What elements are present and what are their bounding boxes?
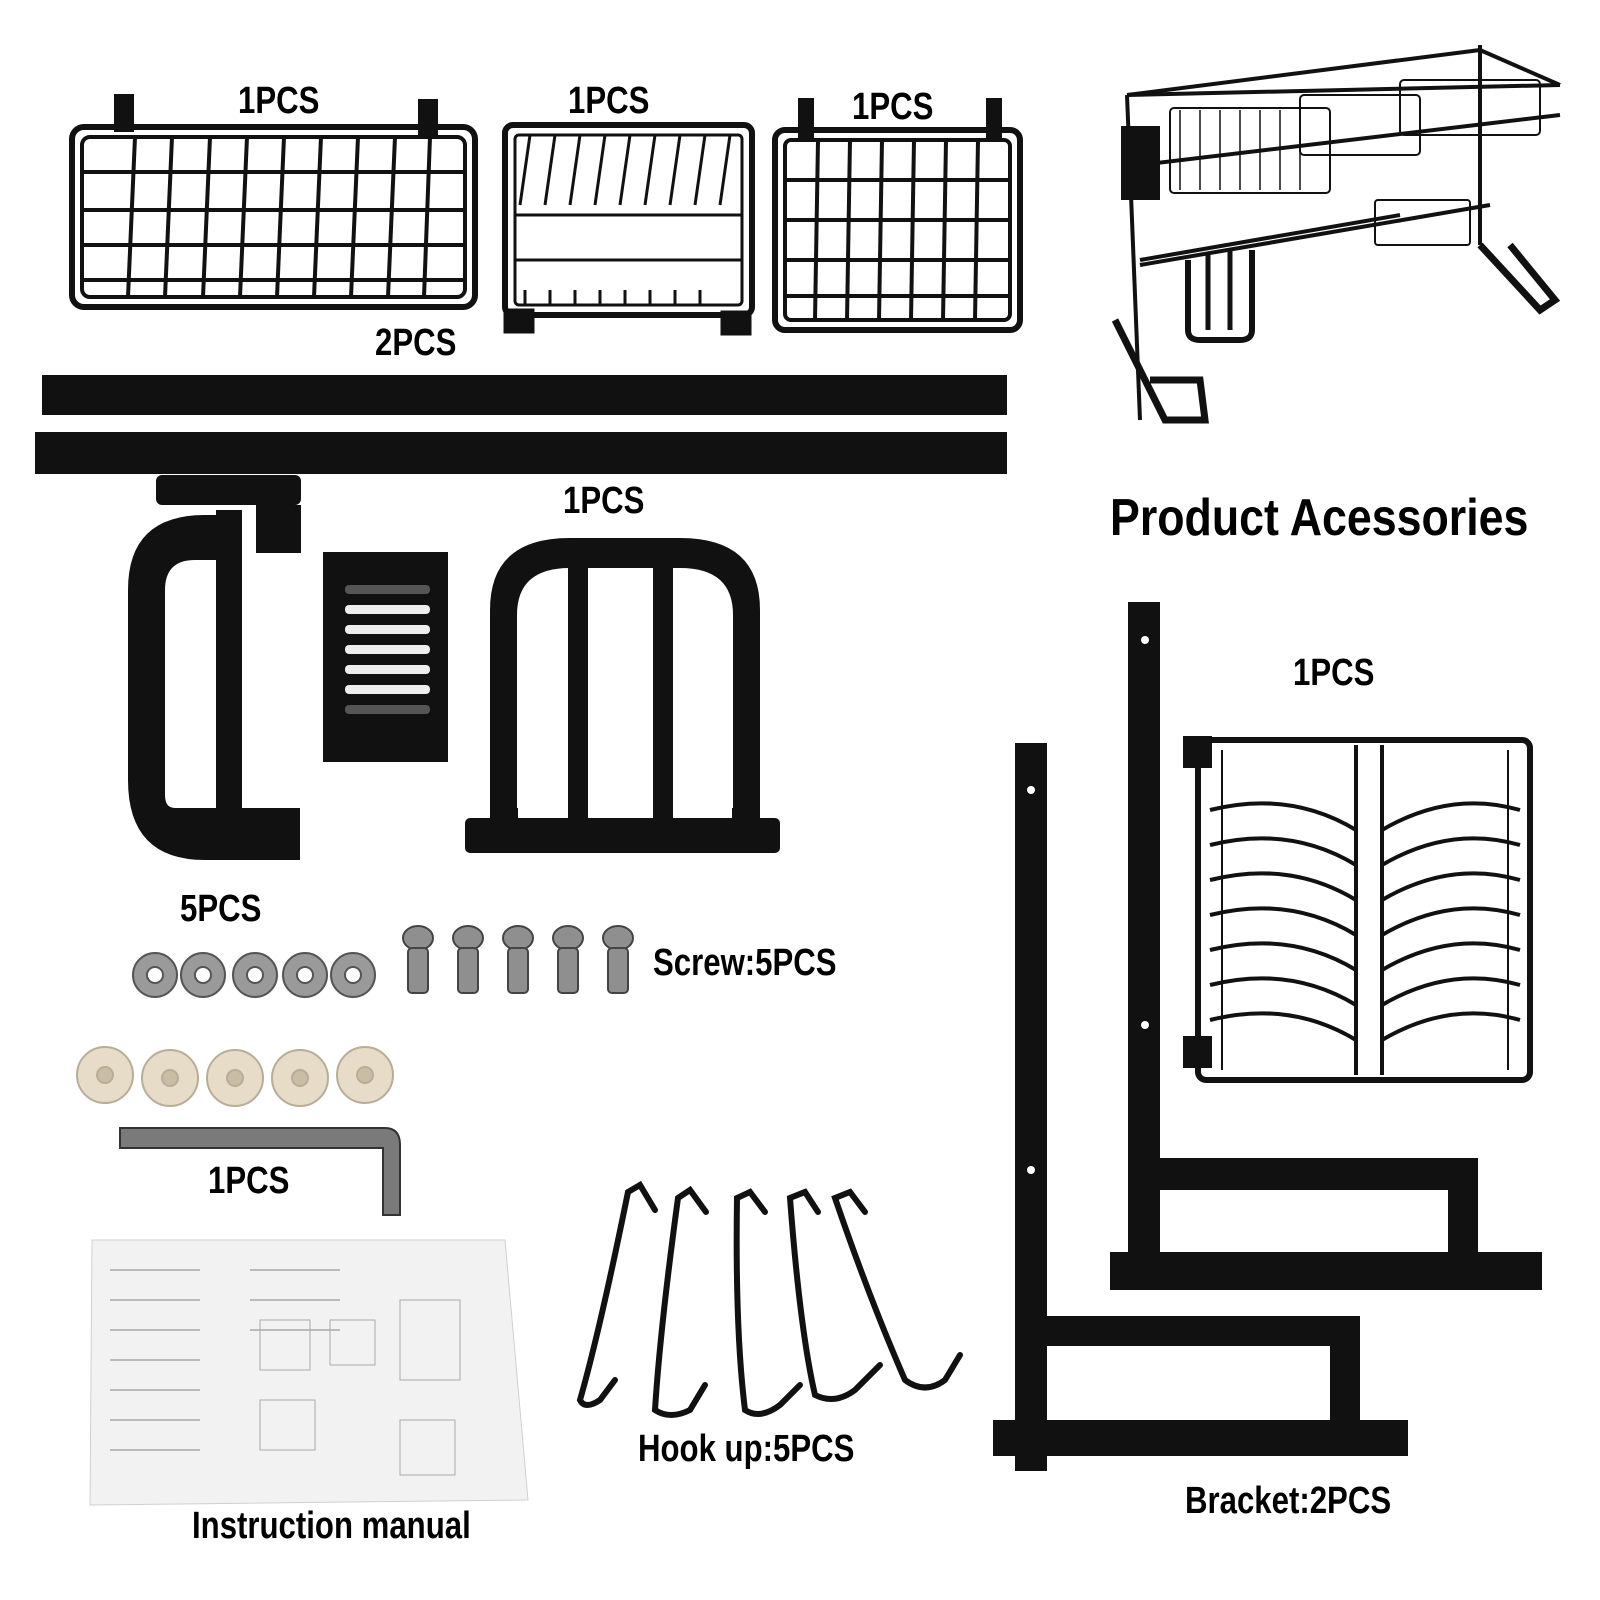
qty-label-dish-rack: 1PCS (568, 80, 650, 122)
qty-label-small-basket: 1PCS (852, 86, 934, 128)
hooks-image (576, 1180, 963, 1418)
long-bar-top (42, 375, 1007, 415)
qty-label-plate-holder: 1PCS (563, 480, 645, 522)
qty-label-plate-rack: 1PCS (1293, 652, 1375, 694)
long-bar-bottom (35, 432, 1007, 474)
utensil-caddy-image (323, 552, 448, 762)
dish-rack-image (502, 122, 755, 336)
washers-image (132, 952, 376, 998)
small-basket-image (772, 98, 1023, 333)
hooks-caption: Hook up:5PCS (638, 1428, 855, 1470)
brackets-caption: Bracket:2PCS (1185, 1480, 1392, 1522)
manual-caption: Instruction manual (192, 1505, 471, 1547)
utensil-holder-image (128, 475, 301, 860)
plate-rack-image (1183, 736, 1533, 1083)
large-basket-image (69, 94, 478, 310)
qty-label-hex-key: 1PCS (208, 1160, 290, 1202)
instruction-manual-image (89, 1239, 529, 1506)
plate-holder-image (465, 538, 780, 853)
suction-cups-image (76, 1046, 394, 1107)
hex-key-image (119, 1127, 401, 1216)
qty-label-washers: 5PCS (180, 888, 262, 930)
screws-image (402, 925, 634, 994)
page-title: Product Acessories (1110, 489, 1529, 547)
qty-label-large-basket: 1PCS (238, 80, 320, 122)
brackets-image (993, 602, 1542, 1471)
assembled-rack-image (1111, 45, 1561, 424)
screws-caption: Screw:5PCS (653, 942, 837, 984)
qty-label-long-bars: 2PCS (375, 322, 457, 364)
